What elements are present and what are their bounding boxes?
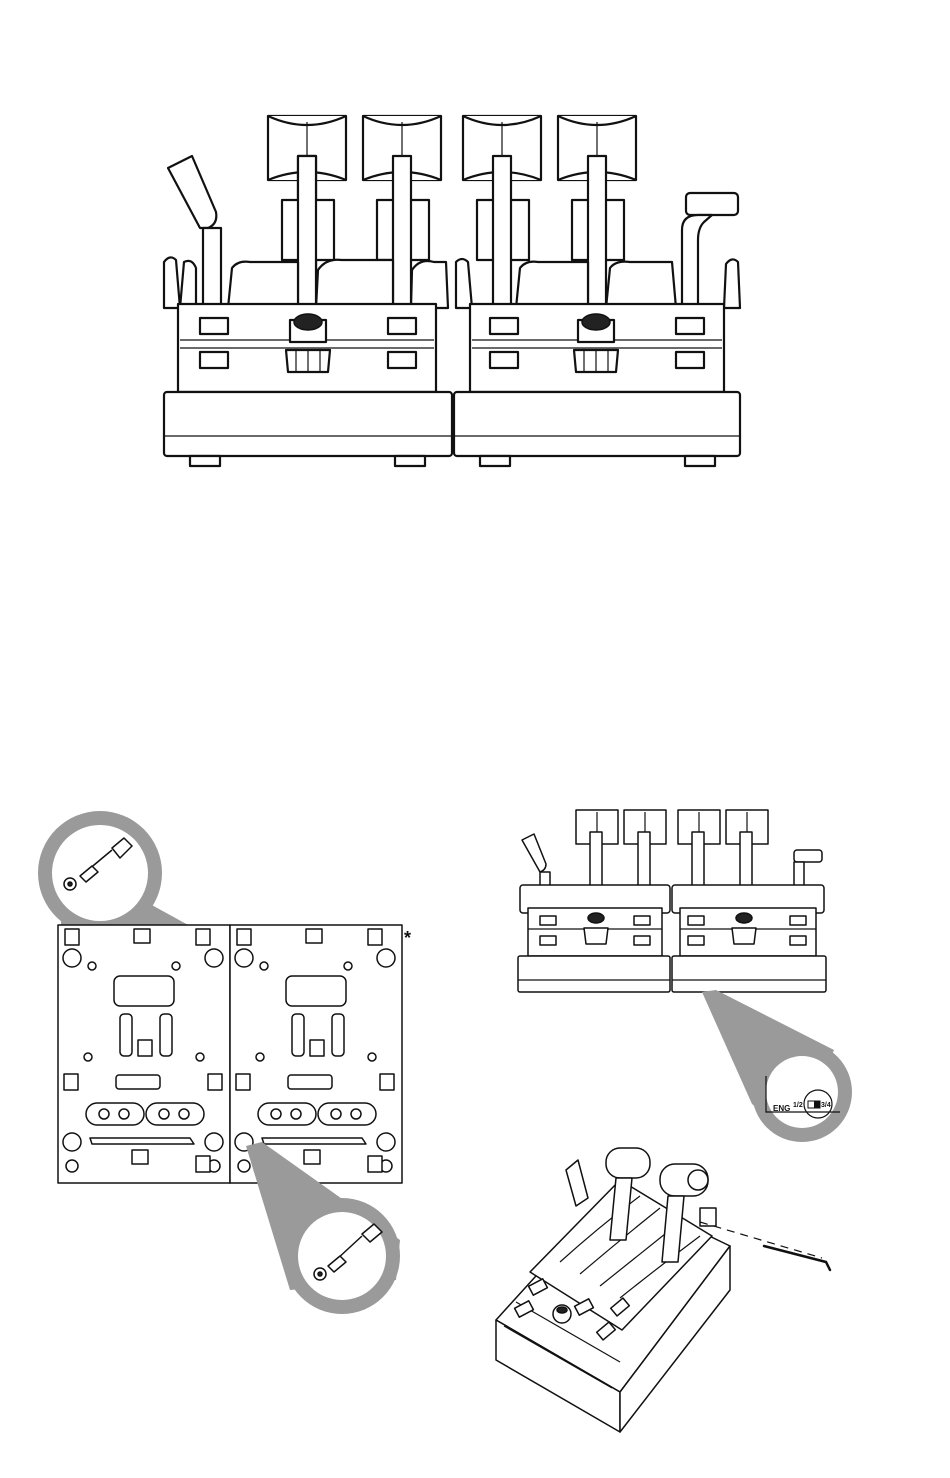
eng-left-position: 1/2 — [793, 1102, 803, 1109]
small-right-housing — [672, 885, 826, 992]
right-tension-knob — [574, 314, 618, 372]
isometric-throttle-view — [496, 1148, 830, 1432]
underside-assembly-view: * — [38, 811, 411, 1314]
small-left-housing — [518, 885, 670, 992]
left-base-plate — [58, 925, 230, 1183]
dual-throttle-front-view — [164, 116, 740, 466]
small-throttle-front-view: ENG 1/2 3/4 — [518, 810, 852, 1142]
eng-right-position: 3/4 — [821, 1102, 831, 1109]
left-tension-knob — [286, 314, 330, 372]
eng-label: ENG — [773, 1104, 790, 1113]
asterisk-mark: * — [404, 928, 411, 948]
